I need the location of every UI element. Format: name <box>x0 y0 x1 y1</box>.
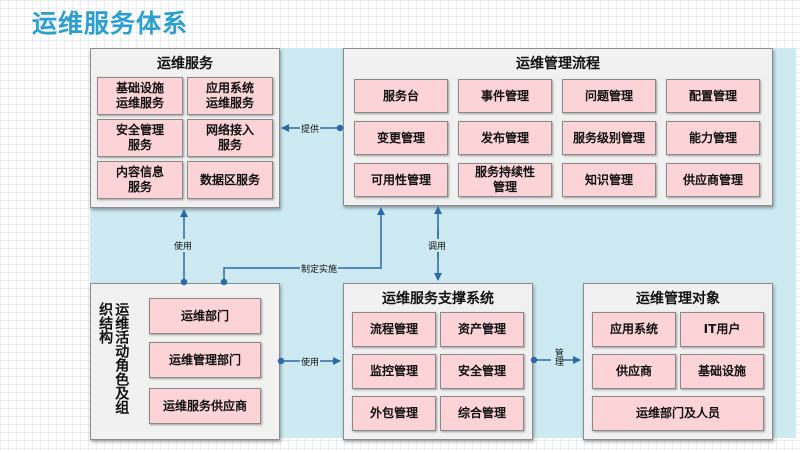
object-cell[interactable]: 供应商 <box>592 354 676 389</box>
org-cell[interactable]: 运维服务供应商 <box>149 388 261 424</box>
process-cell[interactable]: 可用性管理 <box>354 163 448 197</box>
object-cell[interactable]: 运维部门及人员 <box>592 396 764 431</box>
manage-dot <box>530 356 538 364</box>
process-cell[interactable]: 服务持续性 管理 <box>458 163 552 197</box>
support-cell[interactable]: 流程管理 <box>352 312 436 347</box>
support-cell[interactable]: 监控管理 <box>352 354 436 389</box>
provide-dot <box>336 124 344 132</box>
use-right-label: 使用 <box>300 355 321 368</box>
process-cell[interactable]: 供应商管理 <box>666 163 760 197</box>
implement-label: 制定实施 <box>300 262 339 275</box>
ops-service-cell[interactable]: 内容信息 服务 <box>97 161 183 199</box>
org-cell[interactable]: 运维管理部门 <box>149 342 261 378</box>
process-cell[interactable]: 事件管理 <box>458 79 552 113</box>
support-cell[interactable]: 安全管理 <box>440 354 524 389</box>
org-title: 运维活动角色及组织结构 <box>97 302 130 414</box>
support-cell[interactable]: 综合管理 <box>440 396 524 431</box>
process-cell[interactable]: 能力管理 <box>666 121 760 155</box>
ops-process-panel: 运维管理流程 服务台 事件管理 问题管理 配置管理 变更管理 发布管理 服务级别… <box>343 48 773 206</box>
invoke-label: 调用 <box>427 239 448 252</box>
ops-process-title: 运维管理流程 <box>516 56 600 72</box>
support-cell[interactable]: 资产管理 <box>440 312 524 347</box>
support-cell[interactable]: 外包管理 <box>352 396 436 431</box>
page-title: 运维服务体系 <box>32 9 189 38</box>
support-title: 运维服务支撑系统 <box>382 291 494 307</box>
manage-label: 管理 <box>551 348 563 366</box>
ops-service-panel: 运维服务 基础设施 运维服务 应用系统 运维服务 安全管理 服务 网络接入 服务… <box>90 48 280 208</box>
ops-service-cell[interactable]: 应用系统 运维服务 <box>187 77 273 115</box>
org-cell[interactable]: 运维部门 <box>149 298 261 334</box>
ops-service-cell[interactable]: 数据区服务 <box>187 161 273 199</box>
process-cell[interactable]: 问题管理 <box>562 79 656 113</box>
process-cell[interactable]: 配置管理 <box>666 79 760 113</box>
object-cell[interactable]: 基础设施 <box>680 354 764 389</box>
use-right-dot <box>277 357 285 365</box>
object-cell[interactable]: IT用户 <box>680 312 764 347</box>
ops-service-cell[interactable]: 网络接入 服务 <box>187 119 273 157</box>
process-cell[interactable]: 服务级别管理 <box>562 121 656 155</box>
objects-panel: 运维管理对象 应用系统 IT用户 供应商 基础设施 运维部门及人员 <box>583 283 773 440</box>
support-panel: 运维服务支撑系统 流程管理 资产管理 监控管理 安全管理 外包管理 综合管理 <box>343 283 533 440</box>
ops-service-title: 运维服务 <box>157 56 213 72</box>
provide-label: 提供 <box>300 122 321 135</box>
object-cell[interactable]: 应用系统 <box>592 312 676 347</box>
use-up-label: 使用 <box>173 239 194 252</box>
process-cell[interactable]: 服务台 <box>354 79 448 113</box>
process-cell[interactable]: 知识管理 <box>562 163 656 197</box>
ops-service-cell[interactable]: 基础设施 运维服务 <box>97 77 183 115</box>
process-cell[interactable]: 变更管理 <box>354 121 448 155</box>
objects-title: 运维管理对象 <box>636 291 720 307</box>
process-cell[interactable]: 发布管理 <box>458 121 552 155</box>
implement-dot <box>220 278 228 286</box>
use-up-dot <box>180 278 188 286</box>
ops-service-cell[interactable]: 安全管理 服务 <box>97 119 183 157</box>
